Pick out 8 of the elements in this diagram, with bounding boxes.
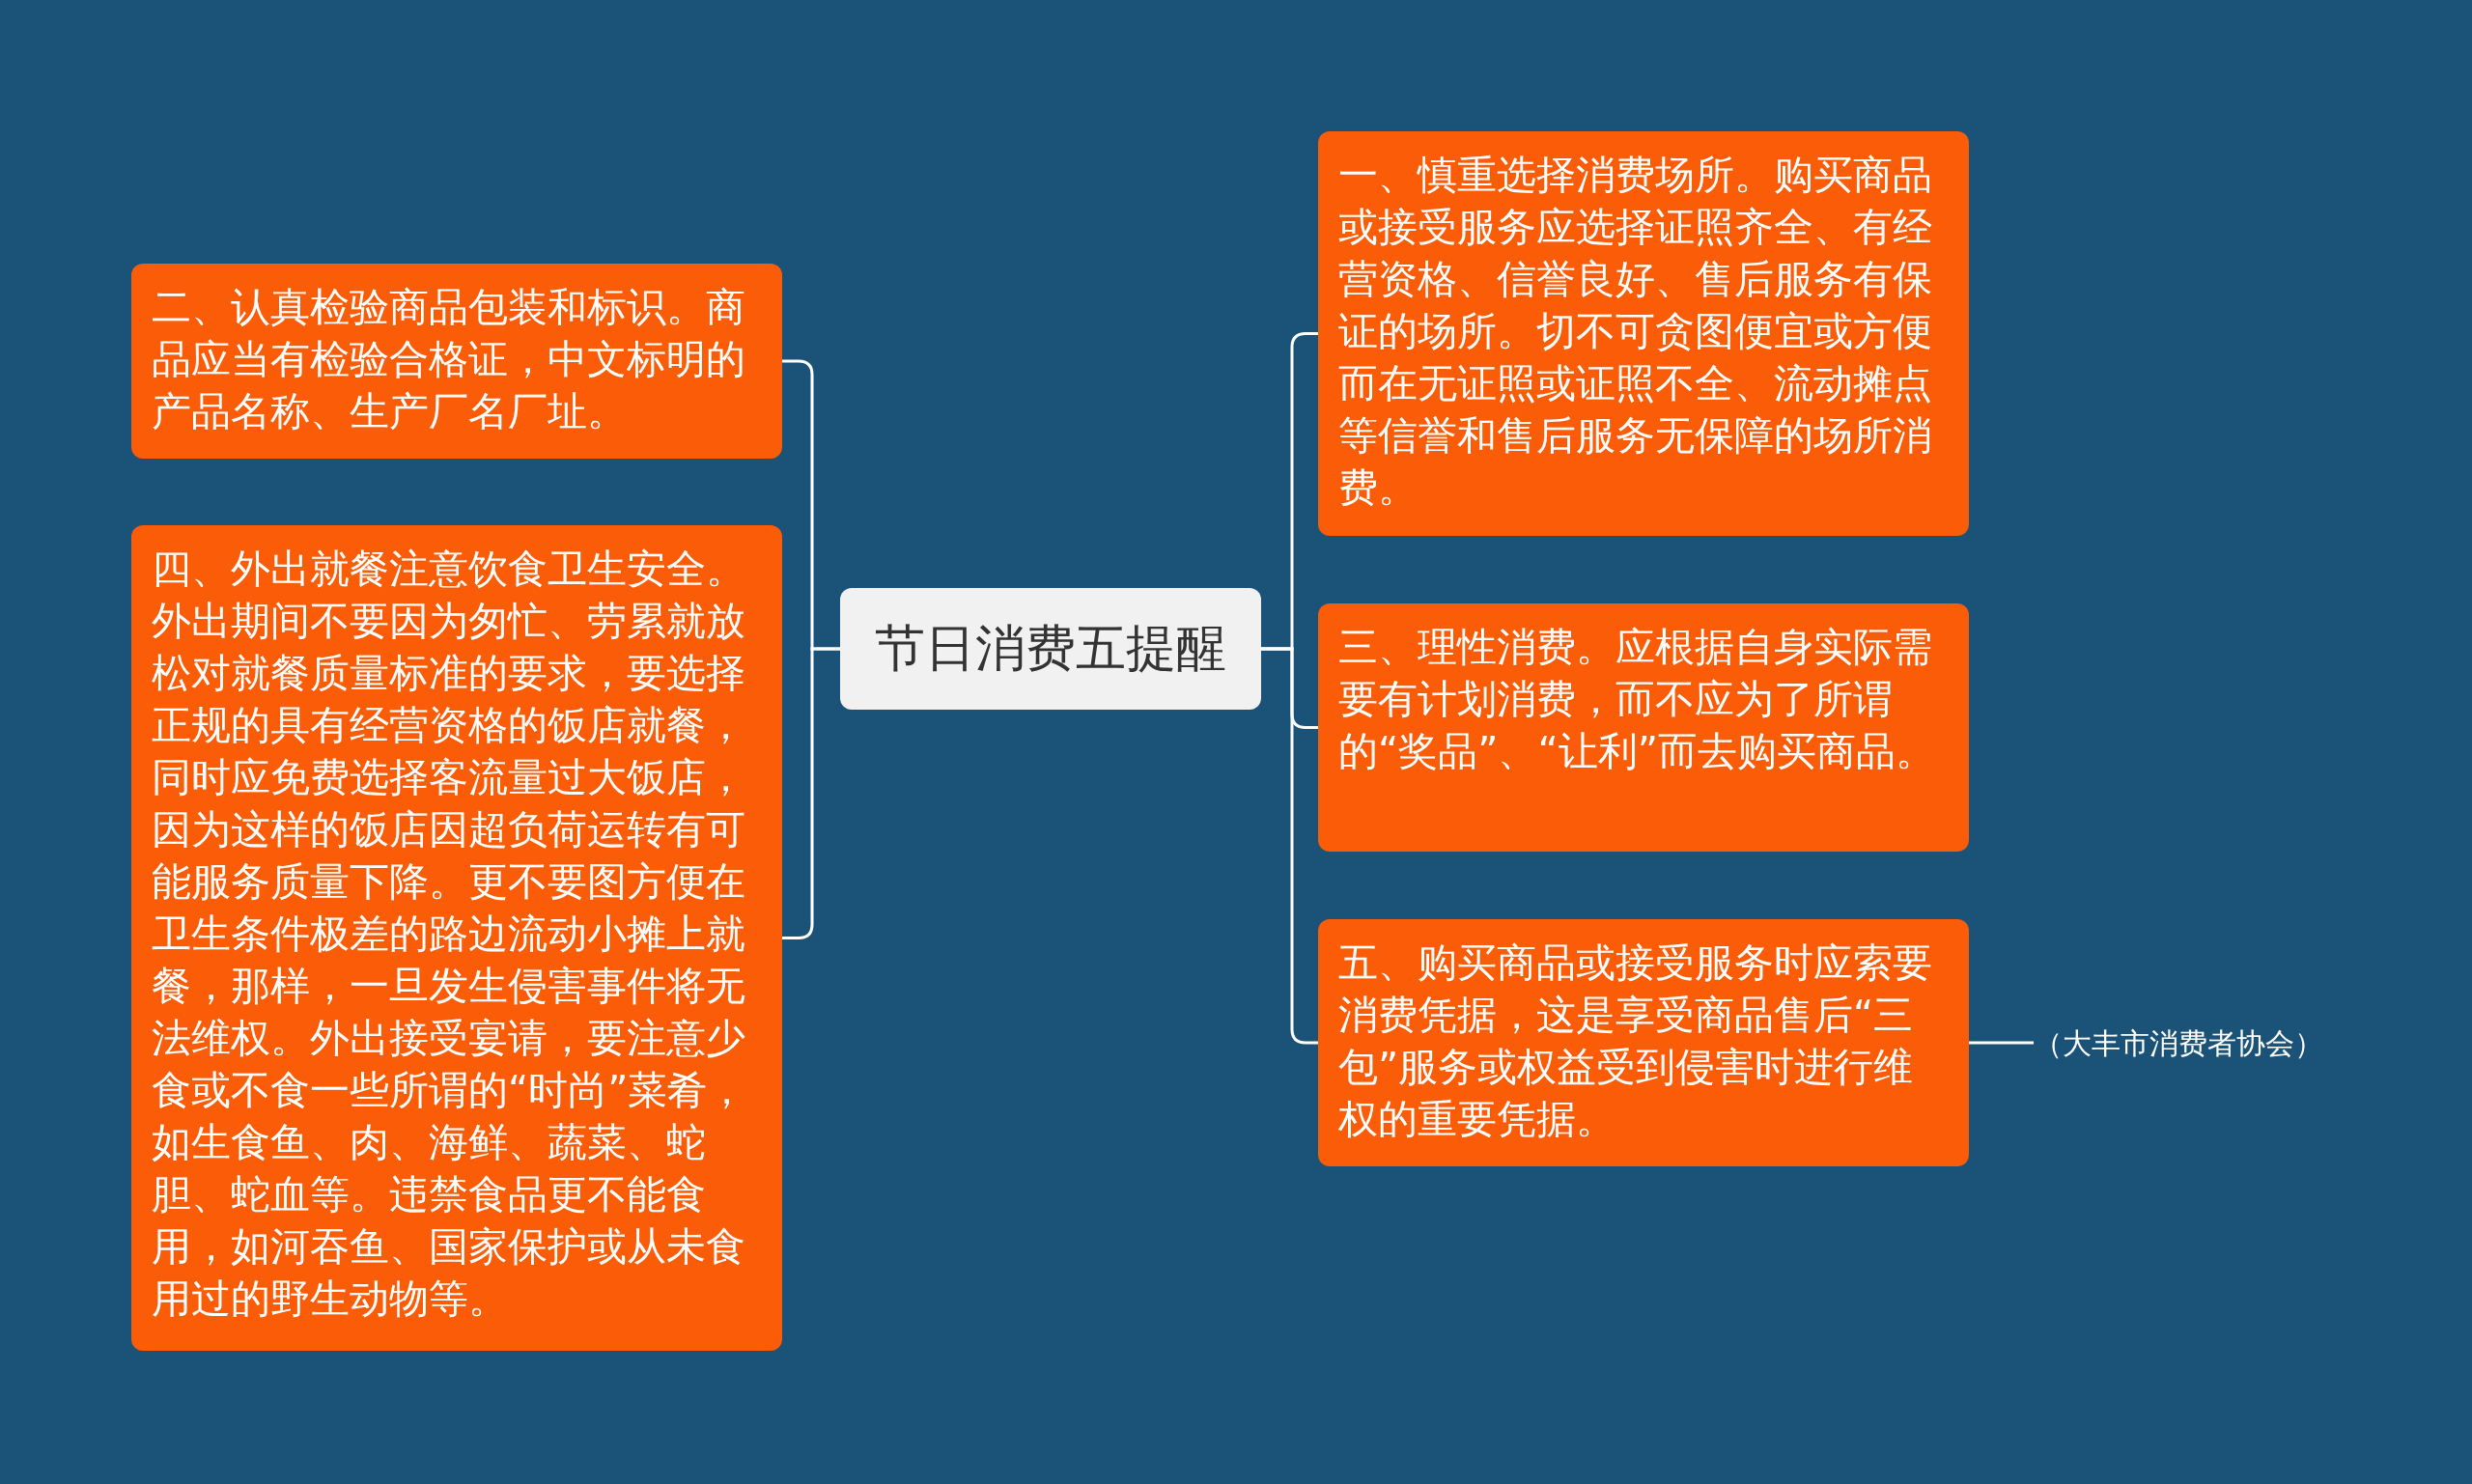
topic-box: 一、慎重选择消费场所。购买商品或接受服务应选择证照齐全、有经营资格、信誉良好、售后服务有保证的场所。切不可贪图便宜或方便而在无证照或证照不全、流动摊点等信誉和售后服务无保障的场所消费。: [1318, 131, 1969, 536]
central-topic-box: 节日消费五提醒: [840, 588, 1261, 710]
connector-line: [1969, 1041, 2034, 1045]
source-note: （大丰市消费者协会）: [2034, 1020, 2352, 1068]
topic-box: 三、理性消费。应根据自身实际需要有计划消费，而不应为了所谓的“奖品”、“让利”而去购买商品。: [1318, 603, 1969, 852]
topic-box: 二、认真检验商品包装和标识。商品应当有检验合格证，中文标明的产品名称、生产厂名厂址。: [131, 264, 782, 459]
topic-box: 五、购买商品或接受服务时应索要消费凭据，这是享受商品售后“三包”服务或权益受到侵害时进行维权的重要凭据。: [1318, 919, 1969, 1166]
topic-box: 四、外出就餐注意饮食卫生安全。外出期间不要因为匆忙、劳累就放松对就餐质量标准的要求，要选择正规的具有经营资格的饭店就餐，同时应免费选择客流量过大饭店，因为这样的饭店因超负荷运转有可能服务质量下降。更不要图方便在卫生条件极差的路边流动小摊上就餐，那样，一旦发生侵害事件将无法维权。外出接受宴请，要注意少食或不食一些所谓的“时尚”菜肴，如生食鱼、肉、海鲜、蔬菜、蛇胆、蛇血等。违禁食品更不能食用，如河吞鱼、国家保护或从未食用过的野生动物等。: [131, 525, 782, 1351]
